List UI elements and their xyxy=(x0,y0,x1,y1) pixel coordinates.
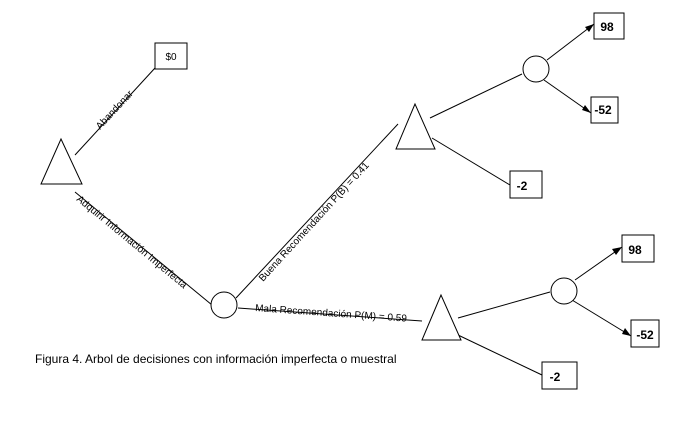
payoff-box-bad-high xyxy=(621,234,655,263)
chance-node-bad xyxy=(550,277,578,305)
edge-bad-chance-low xyxy=(571,299,632,337)
edge-good-decision-invest xyxy=(429,73,523,119)
chance-node-information xyxy=(210,291,238,319)
payoff-box-good-low xyxy=(590,96,619,124)
payoff-good-high: 98 xyxy=(600,20,614,34)
payoff-bad-high: 98 xyxy=(628,243,642,257)
label-acquire-information: Adquirir Información Imperfecta xyxy=(74,194,189,292)
decision-node-good xyxy=(395,102,436,150)
payoff-box-abandon xyxy=(154,42,188,70)
edge-bad-chance-high xyxy=(574,246,623,281)
decision-node-root xyxy=(40,137,83,185)
arrow-head xyxy=(585,24,594,32)
edge-bad-decision-stop xyxy=(457,334,543,376)
edge-good-chance-high xyxy=(546,23,595,61)
payoff-box-good-high xyxy=(593,12,625,40)
payoff-bad-stop: -2 xyxy=(550,370,561,384)
edge-root-abandon xyxy=(74,67,156,156)
payoff-box-bad-stop xyxy=(541,361,578,390)
payoff-bad-low: -52 xyxy=(636,328,654,342)
payoff-good-stop: -2 xyxy=(517,179,528,193)
payoff-good-low: -52 xyxy=(594,103,612,117)
decision-node-bad xyxy=(421,293,462,341)
chance-node-good xyxy=(522,55,550,83)
edge-chance-bad xyxy=(237,307,423,322)
edge-bad-decision-invest xyxy=(457,291,551,319)
arrow-head xyxy=(582,105,591,113)
payoff-box-bad-low xyxy=(630,319,660,348)
figure-caption: Figura 4. Arbol de decisiones con inform… xyxy=(35,352,397,366)
arrow-head xyxy=(612,247,622,255)
edge-good-decision-stop xyxy=(431,137,511,186)
arrow-head xyxy=(622,328,631,336)
payoff-abandon: $0 xyxy=(165,52,177,63)
label-bad-recommendation: Mala Recomendación P(M) = 0.59 xyxy=(255,303,408,325)
edge-good-chance-low xyxy=(543,79,592,114)
label-abandon: Abandonar xyxy=(94,88,136,132)
label-good-recommendation: Buena Recomendación P(B) = 0.41 xyxy=(257,160,372,284)
edge-root-chance xyxy=(74,191,213,306)
payoff-box-good-stop xyxy=(509,170,543,199)
edge-chance-good xyxy=(235,123,399,299)
